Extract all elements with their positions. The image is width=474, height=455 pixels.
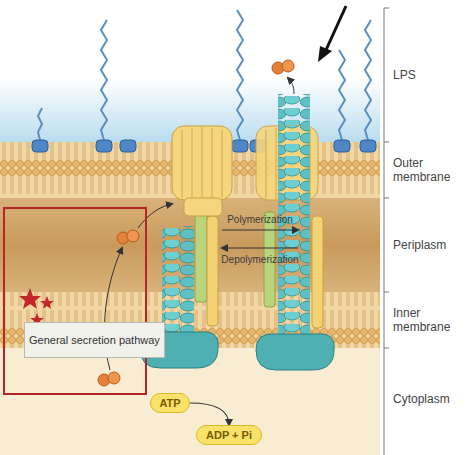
star bbox=[40, 296, 54, 309]
protein-subunit bbox=[108, 372, 120, 384]
lps-head bbox=[96, 140, 112, 152]
pointer-arrow-head bbox=[318, 46, 332, 62]
release-arrow bbox=[288, 78, 294, 94]
polymerization-arrow bbox=[222, 229, 298, 230]
protein-subunit bbox=[127, 230, 139, 242]
node-text: ADP + Pi bbox=[206, 429, 252, 441]
inner-protein bbox=[312, 216, 323, 328]
lps-head bbox=[232, 140, 248, 152]
layer-label: Inner membrane bbox=[393, 306, 455, 334]
lps-head bbox=[120, 140, 136, 152]
lps-chain bbox=[101, 20, 107, 140]
platform-protein bbox=[195, 212, 207, 302]
layer-label: LPS bbox=[393, 68, 463, 82]
lps-region bbox=[0, 0, 380, 142]
pointer-arrow bbox=[326, 6, 346, 50]
molecule-label: ADP + Pi bbox=[196, 425, 262, 445]
lps-chain bbox=[38, 108, 42, 140]
protein-subunit bbox=[282, 60, 294, 72]
inner-protein bbox=[207, 216, 218, 326]
highlight-box bbox=[4, 208, 146, 394]
lps-chain bbox=[365, 20, 371, 140]
lps-chain bbox=[339, 50, 345, 140]
pilus-fibre bbox=[278, 126, 310, 200]
secretin-stripes bbox=[182, 127, 222, 200]
pilus-fibre bbox=[162, 226, 194, 346]
secretin-barrel bbox=[172, 126, 232, 200]
layer-label: Cytoplasm bbox=[393, 392, 468, 406]
atpase-base bbox=[256, 334, 334, 370]
layer-label: Periplasm bbox=[393, 238, 468, 252]
secretin-neck bbox=[184, 198, 222, 216]
node-text: ATP bbox=[159, 397, 180, 409]
lps-head bbox=[32, 140, 48, 152]
depolymerization-arrow bbox=[222, 247, 298, 248]
process-label: Depolymerization bbox=[200, 254, 320, 266]
lps-chain bbox=[237, 10, 243, 140]
process-label: Polymerization bbox=[205, 214, 315, 226]
lps-head bbox=[334, 140, 350, 152]
node-text: General secretion pathway bbox=[29, 334, 160, 347]
layer-label: Outer membrane bbox=[393, 156, 455, 184]
molecule-label: ATP bbox=[150, 393, 190, 413]
secretin-barrel bbox=[256, 126, 318, 200]
star bbox=[19, 288, 41, 309]
reaction-arrow bbox=[190, 403, 229, 425]
lps-head bbox=[360, 140, 376, 152]
process-box: General secretion pathway bbox=[24, 322, 165, 358]
layer-bracket bbox=[384, 8, 389, 455]
